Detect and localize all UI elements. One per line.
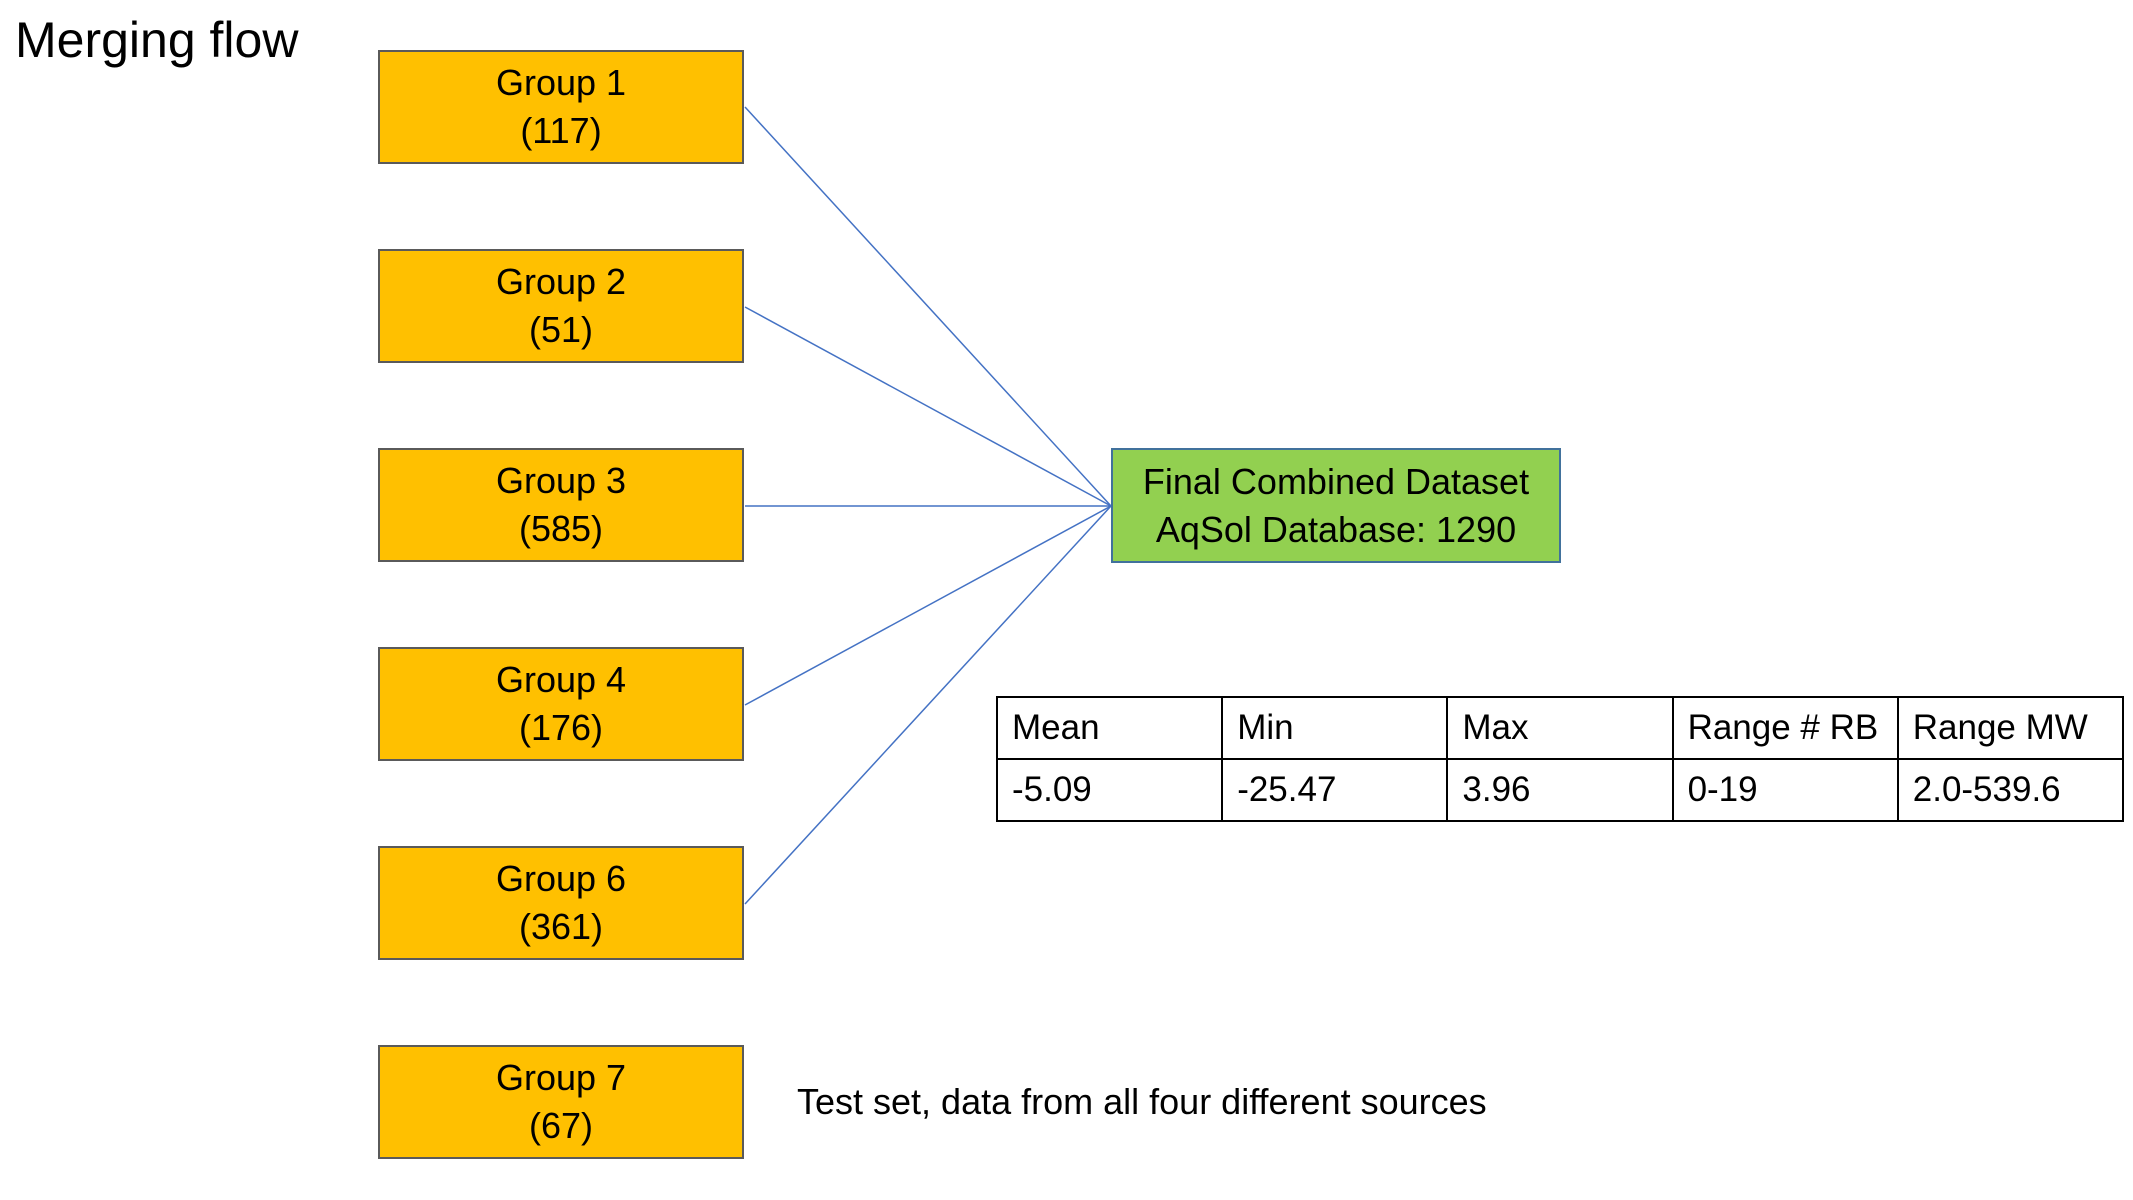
stats-value-range-mw: 2.0-539.6 xyxy=(1896,758,2125,822)
group-4-box: Group 4 (176) xyxy=(378,647,744,761)
stats-table: Mean Min Max Range # RB Range MW -5.09 -… xyxy=(995,696,2125,822)
group-2-count: (51) xyxy=(528,309,594,350)
final-dataset-title: Final Combined Dataset xyxy=(1142,460,1530,502)
group-2-box: Group 2 (51) xyxy=(378,249,744,363)
group-1-count: (117) xyxy=(520,110,602,151)
group-7-label: Group 7 xyxy=(495,1057,627,1098)
group-1-box: Group 1 (117) xyxy=(378,50,744,164)
group-4-label: Group 4 xyxy=(495,659,627,700)
group-2-label: Group 2 xyxy=(495,261,627,302)
group-4-count: (176) xyxy=(518,707,604,748)
group-1-label: Group 1 xyxy=(495,62,627,103)
stats-header-mean: Mean xyxy=(995,696,1224,760)
stats-value-mean: -5.09 xyxy=(995,758,1224,822)
test-set-note: Test set, data from all four different s… xyxy=(797,1081,1487,1122)
stats-value-range-rb: 0-19 xyxy=(1671,758,1899,822)
group-7-count: (67) xyxy=(528,1105,594,1146)
group-6-label: Group 6 xyxy=(495,858,627,899)
stats-value-max: 3.96 xyxy=(1446,758,1674,822)
stats-header-row: Mean Min Max Range # RB Range MW xyxy=(995,696,2125,760)
group-6-box: Group 6 (361) xyxy=(378,846,744,960)
connector-group-1 xyxy=(744,106,1112,507)
stats-header-max: Max xyxy=(1446,696,1674,760)
final-dataset-count: AqSol Database: 1290 xyxy=(1155,508,1517,550)
group-3-count: (585) xyxy=(518,508,604,549)
stats-header-min: Min xyxy=(1221,696,1449,760)
stats-header-range-rb: Range # RB xyxy=(1671,696,1899,760)
group-3-label: Group 3 xyxy=(495,460,627,501)
connector-group-4 xyxy=(744,505,1112,706)
group-7-box: Group 7 (67) xyxy=(378,1045,744,1159)
stats-value-row: -5.09 -25.47 3.96 0-19 2.0-539.6 xyxy=(995,758,2125,822)
diagram-title: Merging flow xyxy=(15,12,299,68)
group-3-box: Group 3 (585) xyxy=(378,448,744,562)
stats-header-range-mw: Range MW xyxy=(1896,696,2125,760)
group-6-count: (361) xyxy=(518,906,604,947)
final-dataset-box: Final Combined Dataset AqSol Database: 1… xyxy=(1111,448,1561,563)
connector-group-2 xyxy=(744,306,1112,507)
stats-value-min: -25.47 xyxy=(1221,758,1449,822)
